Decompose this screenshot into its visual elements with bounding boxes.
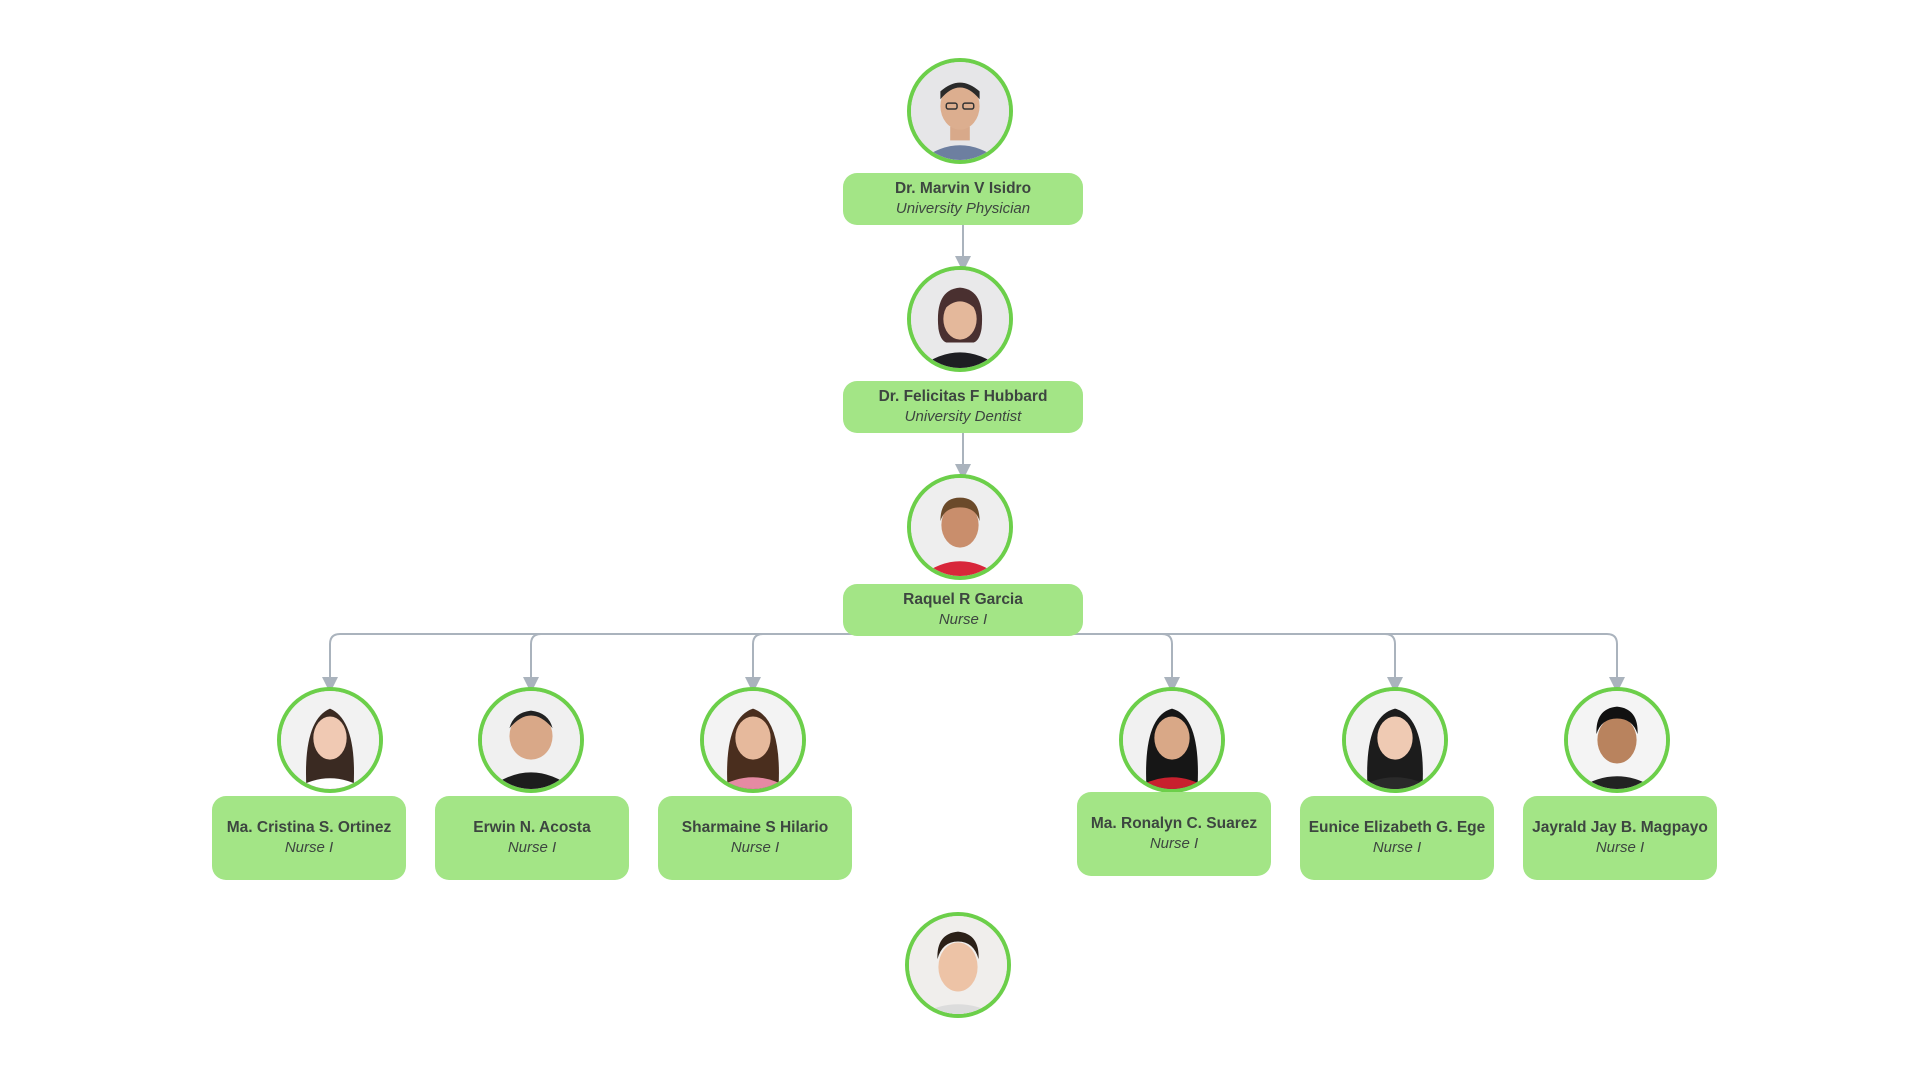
portrait-woman-pink-top-icon	[704, 691, 802, 789]
connector-garcia-ortinez	[322, 633, 963, 693]
avatar-acosta[interactable]	[478, 687, 584, 793]
node-name: Jayrald Jay B. Magpayo	[1532, 819, 1708, 836]
node-title: Nurse I	[1595, 839, 1645, 856]
node-title: Nurse I	[1149, 835, 1199, 852]
portrait-young-man-smiling-icon	[909, 916, 1007, 1014]
portrait-woman-long-hair-icon	[281, 691, 379, 789]
card-magpayo[interactable]: Jayrald Jay B. Magpayo Nurse I	[1523, 796, 1717, 880]
portrait-woman-black-top-icon	[1346, 691, 1444, 789]
node-title: University Physician	[895, 200, 1031, 217]
avatar-ege[interactable]	[1342, 687, 1448, 793]
card-ortinez[interactable]: Ma. Cristina S. Ortinez Nurse I	[212, 796, 406, 880]
node-name: Ma. Ronalyn C. Suarez	[1090, 815, 1258, 832]
node-name: Ma. Cristina S. Ortinez	[226, 819, 392, 836]
node-name: Raquel R Garcia	[903, 591, 1023, 608]
portrait-woman-red-top-icon	[911, 478, 1009, 576]
card-hubbard[interactable]: Dr. Felicitas F Hubbard University Denti…	[843, 381, 1083, 433]
node-name: Dr. Marvin V Isidro	[894, 180, 1032, 197]
avatar-hilario[interactable]	[700, 687, 806, 793]
avatar-magpayo[interactable]	[1564, 687, 1670, 793]
connector-garcia-ege	[963, 633, 1403, 693]
node-title: Nurse I	[730, 839, 780, 856]
card-ege[interactable]: Eunice Elizabeth G. Ege Nurse I	[1300, 796, 1494, 880]
node-name: Sharmaine S Hilario	[681, 819, 829, 836]
node-title: University Dentist	[904, 408, 1022, 425]
card-acosta[interactable]: Erwin N. Acosta Nurse I	[435, 796, 629, 880]
avatar-suarez[interactable]	[1119, 687, 1225, 793]
node-title: Nurse I	[938, 611, 988, 628]
avatar-isidro[interactable]	[907, 58, 1013, 164]
node-title: Nurse I	[507, 839, 557, 856]
avatar-hubbard[interactable]	[907, 266, 1013, 372]
node-name: Eunice Elizabeth G. Ege	[1308, 819, 1486, 836]
card-isidro[interactable]: Dr. Marvin V Isidro University Physician	[843, 173, 1083, 225]
node-title: Nurse I	[1372, 839, 1422, 856]
node-name: Erwin N. Acosta	[473, 819, 591, 836]
card-garcia[interactable]: Raquel R Garcia Nurse I	[843, 584, 1083, 636]
node-name: Dr. Felicitas F Hubbard	[878, 388, 1048, 405]
connector-garcia-magpayo	[963, 633, 1625, 693]
portrait-woman-bob-icon	[911, 270, 1009, 368]
avatar-ortinez[interactable]	[277, 687, 383, 793]
portrait-woman-red-top-icon	[1123, 691, 1221, 789]
connector-garcia-suarez	[963, 633, 1180, 693]
portrait-young-man-icon	[1568, 691, 1666, 789]
portrait-man-glasses-icon	[911, 62, 1009, 160]
avatar-garcia[interactable]	[907, 474, 1013, 580]
portrait-man-black-shirt-icon	[482, 691, 580, 789]
avatar-unlabeled[interactable]	[905, 912, 1011, 1018]
node-title: Nurse I	[284, 839, 334, 856]
card-hilario[interactable]: Sharmaine S Hilario Nurse I	[658, 796, 852, 880]
connector-garcia-hilario	[745, 633, 963, 693]
connector-garcia-acosta	[523, 633, 963, 693]
card-suarez[interactable]: Ma. Ronalyn C. Suarez Nurse I	[1077, 792, 1271, 876]
